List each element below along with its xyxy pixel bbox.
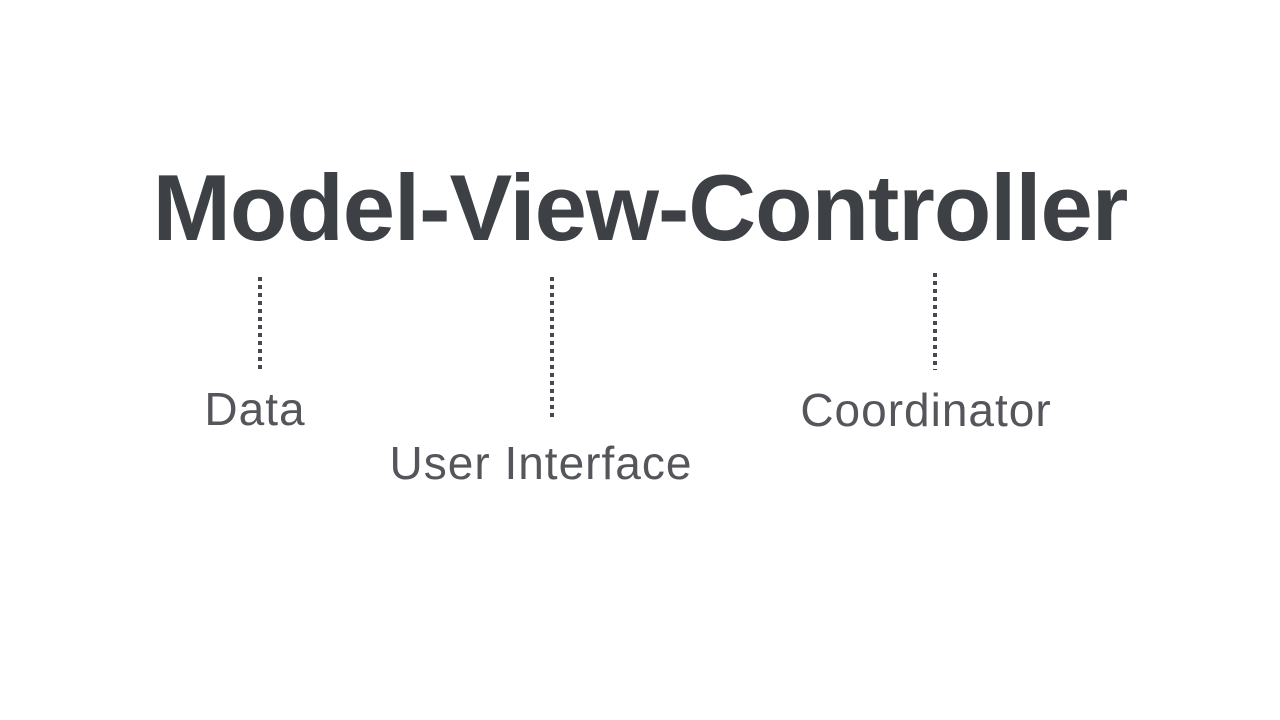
label-controller-coordinator: Coordinator [800,384,1052,436]
dotted-connector-view [550,277,554,418]
label-view-user-interface: User Interface [389,437,693,489]
dotted-connector-controller [933,273,937,370]
diagram-title: Model-View-Controller [152,155,1129,260]
dotted-connector-model [258,277,262,369]
label-model-data: Data [204,383,306,435]
